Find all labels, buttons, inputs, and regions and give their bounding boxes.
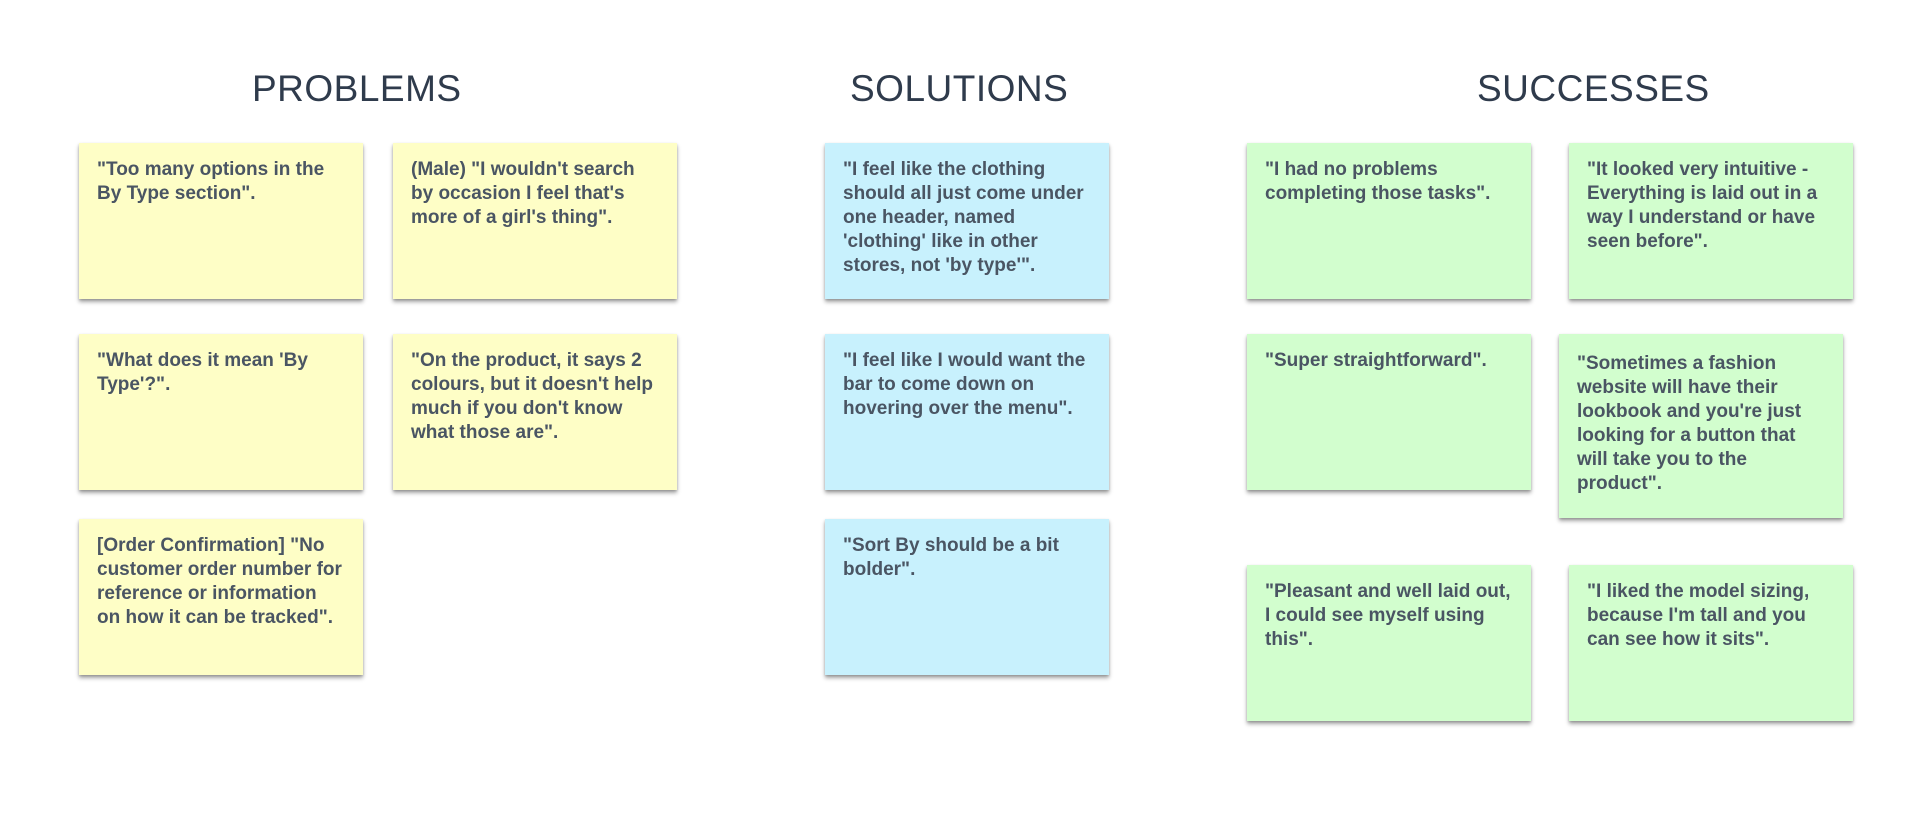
sticky-note-solution[interactable]: "I feel like the clothing should all jus…	[825, 143, 1109, 299]
sticky-note-success[interactable]: "Super straightforward".	[1247, 334, 1531, 490]
sticky-note-solution[interactable]: "I feel like I would want the bar to com…	[825, 334, 1109, 490]
column-title-solutions: SOLUTIONS	[850, 68, 1069, 109]
sticky-note-problem[interactable]: "What does it mean 'By Type'?".	[79, 334, 363, 490]
sticky-note-problem[interactable]: [Order Confirmation] "No customer order …	[79, 519, 363, 675]
sticky-note-problem[interactable]: "On the product, it says 2 colours, but …	[393, 334, 677, 490]
column-title-problems: PROBLEMS	[252, 68, 462, 109]
sticky-note-success[interactable]: "I liked the model sizing, because I'm t…	[1569, 565, 1853, 721]
column-title-successes: SUCCESSES	[1477, 68, 1710, 109]
sticky-note-success[interactable]: "Sometimes a fashion website will have t…	[1559, 334, 1843, 518]
sticky-note-success[interactable]: "It looked very intuitive - Everything i…	[1569, 143, 1853, 299]
sticky-note-success[interactable]: "I had no problems completing those task…	[1247, 143, 1531, 299]
sticky-note-solution[interactable]: "Sort By should be a bit bolder".	[825, 519, 1109, 675]
sticky-note-success[interactable]: "Pleasant and well laid out, I could see…	[1247, 565, 1531, 721]
sticky-note-problem[interactable]: (Male) "I wouldn't search by occasion I …	[393, 143, 677, 299]
sticky-note-problem[interactable]: "Too many options in the By Type section…	[79, 143, 363, 299]
